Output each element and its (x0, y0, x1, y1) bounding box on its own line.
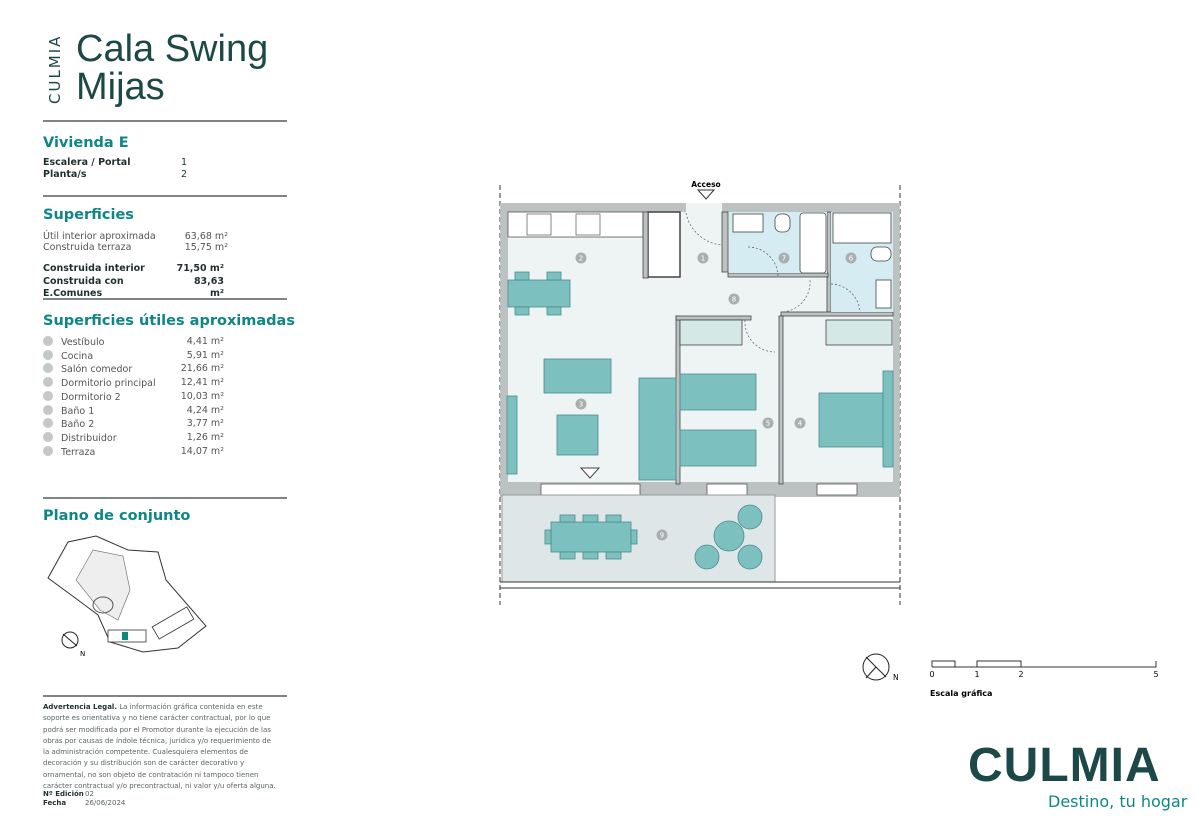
room-number-marker (575, 398, 587, 410)
living-entry-arrow-icon (579, 467, 601, 479)
divider (43, 695, 287, 697)
room-number-label: 6 (849, 255, 854, 263)
svg-text:2: 2 (1018, 670, 1023, 679)
room-number-badge (43, 431, 53, 442)
headboard (882, 370, 894, 468)
north-arrow-icon (61, 631, 79, 649)
site-plan-map: N (47, 535, 207, 658)
washbasin-icon (732, 213, 764, 233)
slogan: Destino, tu hogar (1048, 792, 1188, 811)
divider (43, 298, 287, 300)
terrace-furniture (544, 504, 763, 570)
room-number-badge (43, 363, 53, 374)
utiles-title: Superficies útiles aproximadas (43, 313, 295, 329)
divider (43, 195, 287, 197)
room-number-marker (697, 252, 709, 264)
room-number-badge (43, 377, 53, 388)
furniture (506, 271, 894, 481)
room-number-label: 1 (701, 255, 705, 263)
divider (43, 497, 287, 499)
room-number-badge (43, 336, 53, 346)
room-number-badge (43, 418, 53, 429)
north-compass-icon (862, 653, 890, 681)
bathtub-icon (799, 212, 827, 274)
scale-bar (931, 660, 1157, 668)
room-number-badge (43, 349, 53, 360)
hob-icon (526, 213, 552, 236)
room-number-badge (43, 404, 53, 415)
single-bed (679, 429, 757, 467)
room-number-marker (656, 529, 668, 541)
room-number-badge (43, 390, 53, 401)
divider (43, 120, 287, 122)
room-number-marker (728, 293, 740, 305)
coffee-table (556, 414, 599, 456)
legal-notice: Advertencia Legal. La información gráfic… (43, 703, 276, 791)
sofa (543, 358, 612, 394)
room-number-label: 2 (579, 255, 583, 263)
svg-text:0: 0 (929, 670, 934, 679)
acceso-label: Acceso (691, 180, 720, 189)
room-number-marker (794, 417, 806, 429)
room-number-badge (43, 445, 53, 456)
utility-closet (647, 211, 681, 278)
wardrobe (825, 319, 893, 346)
room-number-label: 3 (579, 401, 583, 409)
tv-unit (506, 395, 518, 475)
svg-text:N: N (80, 650, 85, 658)
room-number-marker (778, 252, 790, 264)
wardrobe (679, 319, 743, 346)
svg-text:N: N (893, 673, 899, 682)
room-number-marker (762, 417, 774, 429)
svg-text:1: 1 (974, 670, 979, 679)
superficies-title: Superficies (43, 207, 134, 223)
conjunto-title: Plano de conjunto (43, 508, 191, 524)
room-number-marker (575, 252, 587, 264)
dining-table (507, 279, 571, 308)
vivienda-title: Vivienda E (43, 135, 129, 151)
toilet-icon (870, 246, 892, 262)
washbasin-icon (875, 279, 892, 309)
toilet-icon (774, 213, 791, 233)
entry-arrow-icon (696, 189, 716, 200)
room-number-marker (845, 252, 857, 264)
room-number-label: 9 (660, 532, 664, 540)
room-number-label: 5 (766, 420, 770, 428)
single-bed (679, 373, 757, 411)
room-number-label: 7 (782, 255, 786, 263)
culmia-logo: CULMIA (968, 739, 1161, 792)
scale-label: Escala gráfica (930, 689, 992, 698)
sofa-long (638, 377, 677, 481)
room-number-label: 8 (732, 296, 736, 304)
double-bed (818, 392, 885, 448)
shower-icon (832, 212, 892, 244)
svg-text:5: 5 (1153, 670, 1158, 679)
kitchen-counter (507, 211, 644, 238)
sink-icon (575, 213, 601, 236)
room-number-label: 4 (798, 420, 803, 428)
